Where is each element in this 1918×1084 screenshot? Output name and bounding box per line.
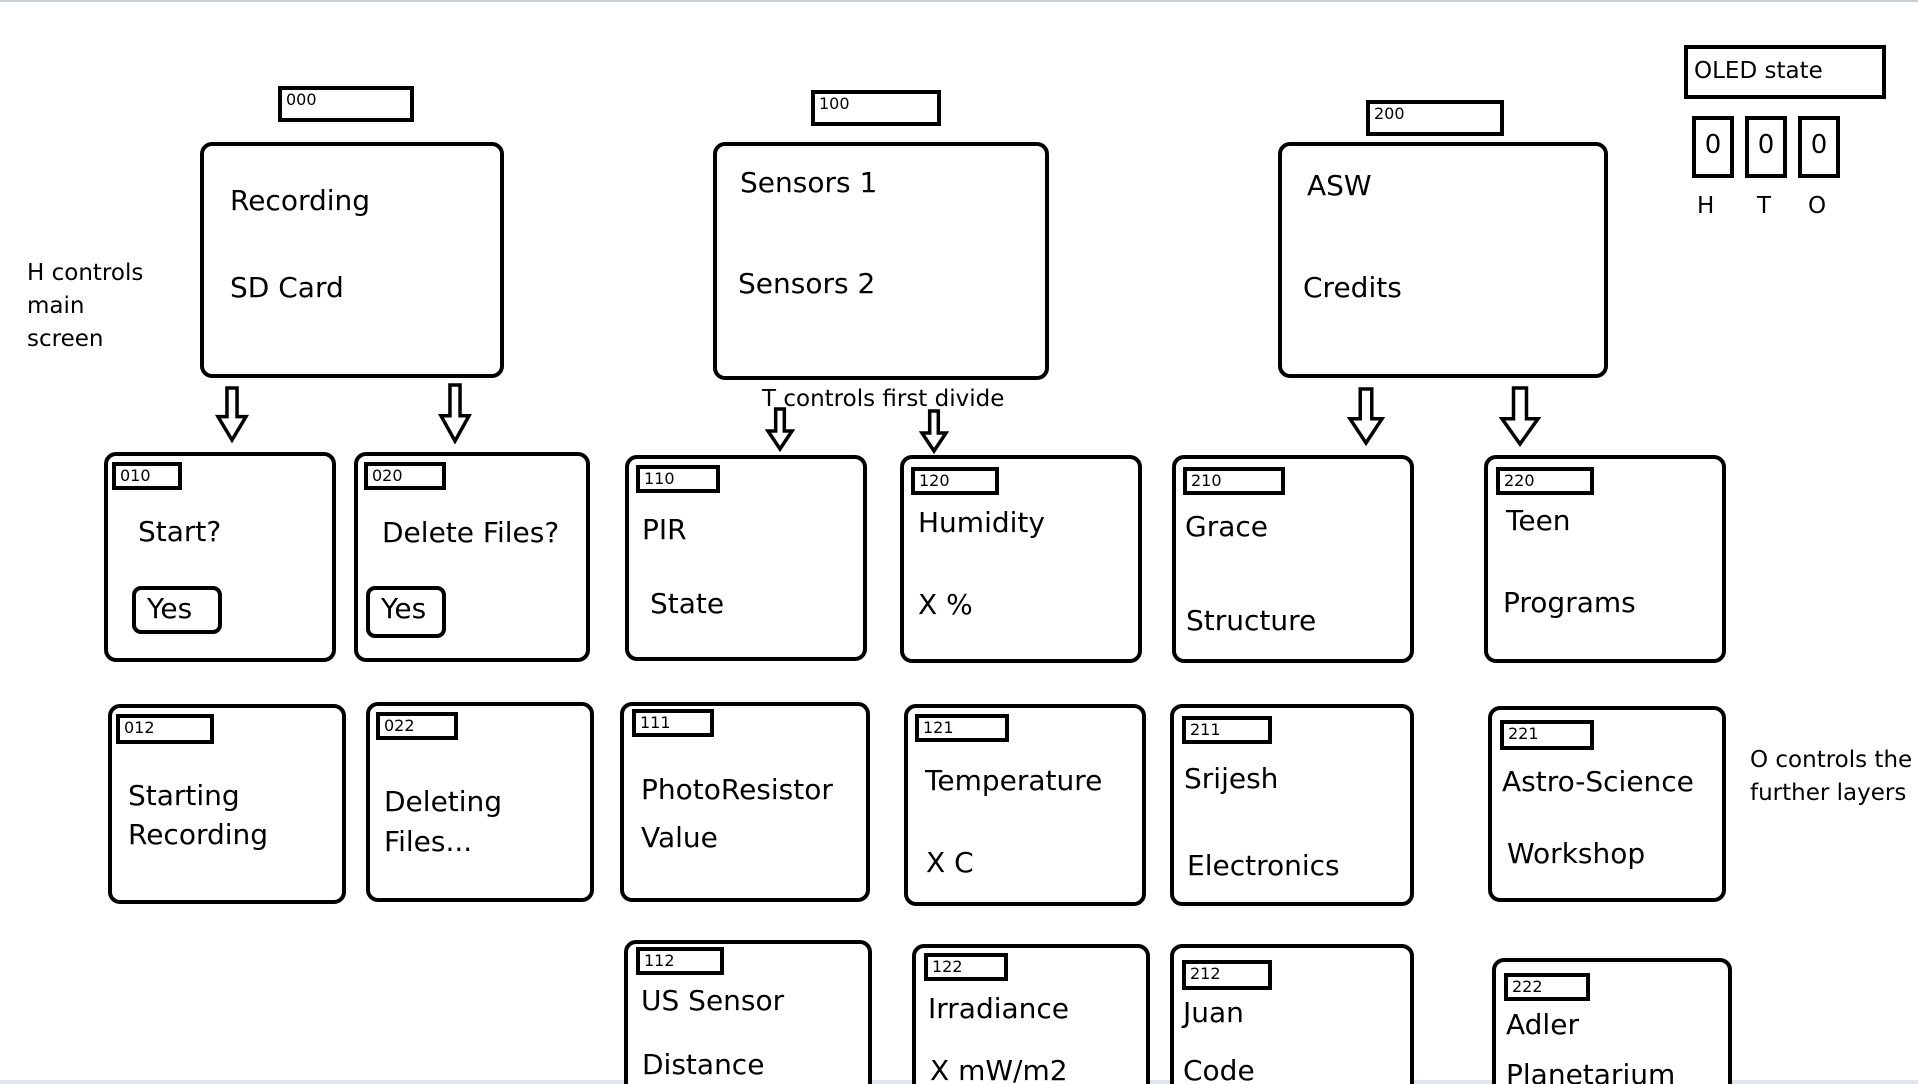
menu-text-110-1: PIR (642, 513, 687, 546)
state-digit-t: 0 (1745, 116, 1787, 178)
screen-code-121: 121 (915, 714, 1009, 742)
arrow-down-icon-110 (765, 407, 795, 452)
state-digit-h: 0 (1692, 116, 1734, 178)
screen-code-020: 020 (364, 462, 446, 490)
menu-text-122-1: Irradiance (928, 992, 1070, 1025)
state-digit-o: 0 (1798, 116, 1840, 178)
menu-box-012 (108, 704, 346, 904)
menu-text-220-1: Teen (1506, 504, 1571, 537)
menu-text-221-1: Astro-Science (1502, 765, 1694, 798)
screen-code-122: 122 (924, 953, 1008, 981)
screen-code-010: 010 (112, 462, 182, 490)
screen-code-120: 120 (911, 467, 999, 495)
screen-code-000: 000 (278, 86, 414, 122)
menu-text-200-1: ASW (1307, 169, 1372, 202)
screen-code-211: 211 (1182, 716, 1272, 744)
screen-code-200: 200 (1366, 100, 1504, 136)
menu-text-120-1: Humidity (918, 506, 1045, 539)
note-t-controls: T controls first divide (762, 386, 1005, 412)
screen-code-111: 111 (632, 709, 714, 737)
menu-text-020-1: Delete Files? (382, 516, 560, 549)
menu-text-112-2: Distance (642, 1048, 765, 1081)
screen-code-112: 112 (636, 947, 724, 975)
screen-code-110: 110 (636, 465, 720, 493)
menu-text-012-1: Starting (128, 779, 240, 812)
menu-text-110-2: State (650, 587, 725, 620)
top-border (0, 0, 1918, 2)
screen-code-212: 212 (1182, 960, 1272, 990)
screen-code-210: 210 (1183, 467, 1285, 495)
menu-text-000-1: Recording (230, 184, 371, 217)
menu-text-022-1: Deleting (384, 785, 503, 818)
menu-text-100-1: Sensors 1 (740, 166, 878, 199)
screen-code-221: 221 (1500, 720, 1594, 750)
menu-text-000-2: SD Card (230, 271, 344, 304)
menu-text-121-2: X C (926, 846, 974, 879)
arrow-down-icon-220 (1499, 386, 1541, 447)
menu-text-212-2: Code (1183, 1054, 1255, 1084)
menu-text-100-2: Sensors 2 (738, 267, 876, 300)
state-label-o: O (1808, 193, 1827, 219)
note-o-controls: O controls the further layers (1750, 747, 1913, 806)
screen-code-012: 012 (116, 714, 214, 744)
state-label-t: T (1757, 193, 1772, 219)
screen-code-220: 220 (1496, 467, 1594, 495)
menu-text-222-1: Adler (1506, 1008, 1579, 1041)
menu-text-111-1: PhotoResistor (641, 773, 833, 806)
state-label-h: H (1697, 193, 1715, 219)
menu-text-210-1: Grace (1185, 510, 1268, 543)
note-h-controls: H controls main screen (27, 260, 144, 352)
menu-text-111-2: Value (641, 821, 718, 854)
arrow-down-icon-020 (438, 383, 472, 444)
oled-state-title: OLED state (1684, 45, 1886, 99)
menu-text-022-2: Files... (384, 825, 473, 858)
menu-text-012-2: Recording (128, 818, 269, 851)
menu-text-122-2: X mW/m2 (930, 1054, 1068, 1084)
menu-text-010-1: Start? (138, 515, 222, 548)
arrow-down-icon-120 (919, 409, 949, 454)
menu-box-120 (900, 455, 1142, 663)
menu-text-211-1: Srijesh (1184, 762, 1279, 795)
menu-text-212-1: Juan (1183, 996, 1244, 1029)
menu-box-000 (200, 142, 504, 378)
menu-text-120-2: X % (918, 588, 973, 621)
menu-text-211-2: Electronics (1187, 849, 1340, 882)
menu-text-112-1: US Sensor (641, 984, 785, 1017)
menu-text-121-1: Temperature (925, 764, 1103, 797)
arrow-down-icon-210 (1347, 387, 1385, 446)
menu-box-200 (1278, 142, 1608, 378)
menu-text-210-2: Structure (1186, 604, 1317, 637)
menu-box-100 (713, 142, 1049, 380)
menu-text-221-2: Workshop (1507, 837, 1646, 870)
screen-code-222: 222 (1504, 973, 1590, 1001)
arrow-down-icon-010 (215, 386, 249, 443)
screen-code-022: 022 (376, 712, 458, 740)
menu-text-222-2: Planetarium (1506, 1058, 1676, 1084)
menu-text-200-2: Credits (1303, 271, 1402, 304)
menu-text-220-2: Programs (1503, 586, 1636, 619)
yes-button-020[interactable]: Yes (366, 586, 446, 638)
screen-code-100: 100 (811, 90, 941, 126)
yes-button-010[interactable]: Yes (132, 586, 222, 634)
